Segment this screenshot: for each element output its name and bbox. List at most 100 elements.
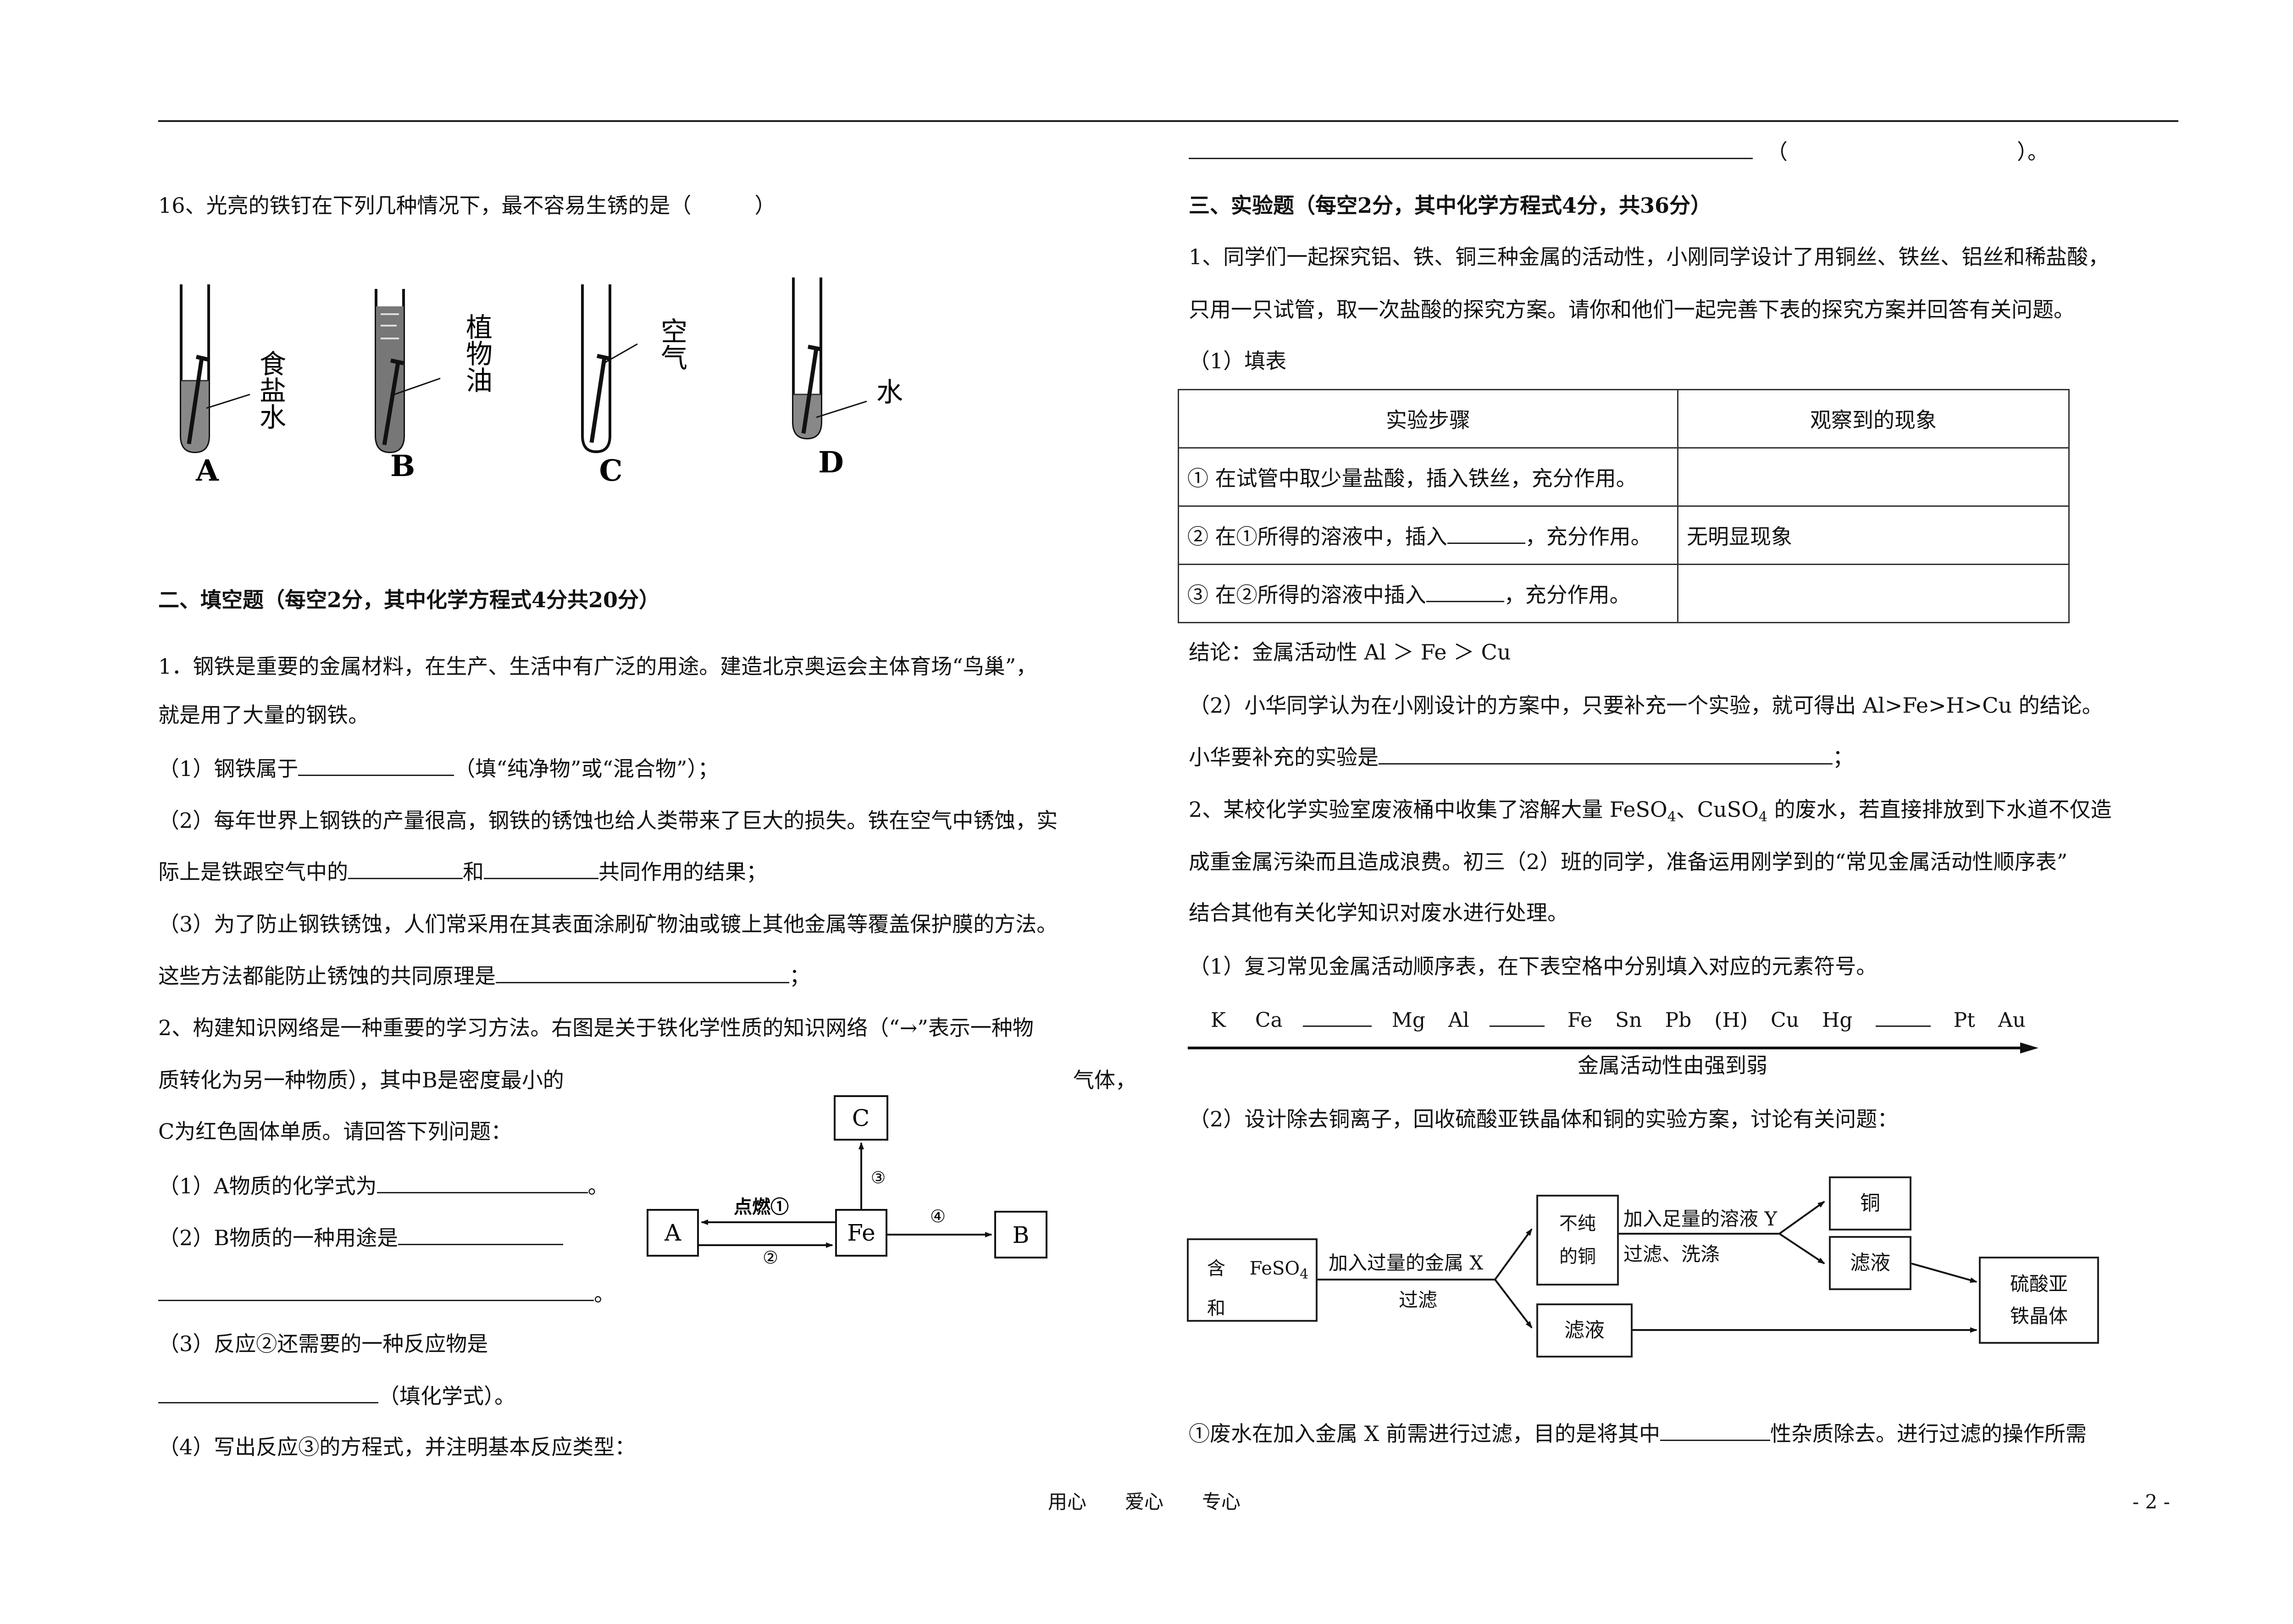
tube-d-label: 水 <box>876 377 903 408</box>
flow-start-line2: 和 <box>1207 1298 1225 1319</box>
answer-blank[interactable] <box>1379 743 1833 765</box>
answer-blank[interactable] <box>158 1382 378 1403</box>
header-rule <box>158 120 2178 122</box>
table-header-observation: 观察到的现象 <box>1677 389 2070 449</box>
table-row: ③ 在②所得的溶液中插入，充分作用。 <box>1178 564 2070 623</box>
node-fe-box <box>835 1209 887 1257</box>
tube-c-letter: C <box>599 454 623 488</box>
flow-product-line2: 铁晶体 <box>2010 1305 2068 1327</box>
answer-blank[interactable] <box>496 962 789 983</box>
metal-au: Au <box>1998 1009 2026 1032</box>
s3-q1-part2-suffix: ； <box>1833 745 1854 770</box>
metal-mg: Mg <box>1391 1009 1425 1032</box>
answer-blank[interactable] <box>484 858 598 879</box>
s3-q2-part3-suffix: 性杂质除去。进行过滤的操作所需 <box>1770 1421 2087 1446</box>
experiment-table: 实验步骤 观察到的现象 ① 在试管中取少量盐酸，插入铁丝，充分作用。 ② 在①所… <box>1178 389 2070 623</box>
carryover-paren-close: ）。 <box>2017 139 2049 164</box>
node-c-box <box>834 1095 888 1141</box>
answer-blank[interactable] <box>348 858 463 879</box>
row1-observation[interactable] <box>1677 447 2070 507</box>
s2-q2-part1-suffix: 。 <box>587 1174 609 1198</box>
flow-start-sub: 4 <box>1300 1266 1309 1282</box>
node-b-box <box>994 1211 1047 1258</box>
s3-q2-line1-sub1: 4 <box>1667 809 1676 826</box>
s2-q1-part2-suffix: 共同作用的结果； <box>598 859 767 884</box>
flow-filtrate-1: 滤液 <box>1850 1251 1890 1275</box>
flow-start-line1: 含 FeSO <box>1207 1258 1300 1279</box>
s2-q2-part3-answer: （填化学式）。 <box>158 1382 515 1410</box>
answer-blank[interactable] <box>1660 1419 1770 1441</box>
carryover-paren-open: （ <box>1767 139 1788 164</box>
s2-q2-line2a: 质转化为另一种物质），其中B是密度最小的 <box>158 1068 564 1092</box>
node-a-box <box>647 1209 699 1257</box>
flow-filtrate-box-2: 滤液 <box>1536 1303 1633 1358</box>
answer-blank[interactable] <box>1426 581 1504 602</box>
s2-q1-part3-prefix: 这些方法都能防止锈蚀的共同原理是 <box>158 964 496 988</box>
s2-q2-part4: （4）写出反应③的方程式，并注明基本反应类型： <box>158 1435 636 1459</box>
activity-series: K Ca Mg Al Fe Sn Pb (H) Cu Hg Pt Au <box>1211 1005 2026 1034</box>
flow-filtrate-2: 滤液 <box>1564 1319 1605 1342</box>
s2-q2-part1-prefix: （1）A物质的化学式为 <box>158 1174 377 1198</box>
row2-step-prefix: ② 在①所得的溶液中，插入 <box>1187 524 1447 549</box>
tube-d: 水 D <box>792 277 903 480</box>
tube-b-label: 植物油 <box>461 313 493 393</box>
answer-blank[interactable] <box>158 1280 594 1301</box>
s3-q1-line1: 1、同学们一起探究铝、铁、铜三种金属的活动性，小刚同学设计了用铜丝、铁丝、铝丝和… <box>1189 244 2110 269</box>
s2-q1-part1-prefix: （1）钢铁属于 <box>158 756 299 781</box>
series-blank-3[interactable] <box>1875 1005 1931 1027</box>
s2-q2-line2b: 气体， <box>1073 1068 1136 1092</box>
label-4: ④ <box>930 1206 946 1226</box>
answer-blank[interactable] <box>1189 138 1753 159</box>
s2-q1-part3-suffix: ； <box>789 964 810 988</box>
flow-product-line1: 硫酸亚 <box>2010 1273 2068 1295</box>
s2-q1-part2-prefix: 际上是铁跟空气中的 <box>158 859 348 884</box>
s2-q2-part3-suffix: （填化学式）。 <box>378 1384 515 1408</box>
answer-blank[interactable] <box>1447 522 1525 544</box>
flow-impure-copper-box: 不纯 的铜 <box>1536 1195 1619 1286</box>
s2-q1-part3-line1: （3）为了防止钢铁锈蚀，人们常采用在其表面涂刷矿物油或镀上其他金属等覆盖保护膜的… <box>158 912 1058 937</box>
s3-q2-part1: （1）复习常见金属活动顺序表，在下表空格中分别填入对应的元素符号。 <box>1189 954 1878 979</box>
conclusion: 结论：金属活动性 Al ＞ Fe ＞ Cu <box>1189 640 1511 665</box>
metal-al: Al <box>1448 1009 1469 1032</box>
flow-filtrate-box-1: 滤液 <box>1829 1236 1911 1290</box>
tube-a-label: 食盐水 <box>255 350 286 430</box>
s3-q2-line1-c: 、CuSO <box>1676 797 1759 822</box>
answer-blank[interactable] <box>398 1224 564 1245</box>
flow-start-box: 含 FeSO4 和 <box>1187 1238 1318 1322</box>
s2-q1-line2: 就是用了大量的钢铁。 <box>158 703 369 727</box>
answer-blank[interactable] <box>298 754 454 776</box>
series-blank-2[interactable] <box>1489 1005 1545 1027</box>
flow-product-box: 硫酸亚 铁晶体 <box>1979 1257 2099 1344</box>
s3-q1-part2-prefix: 小华要补充的实验是 <box>1189 745 1379 770</box>
row3-step-prefix: ③ 在②所得的溶液中插入 <box>1187 582 1426 607</box>
s2-q1-line1: 1．钢铁是重要的金属材料，在生产、生活中有广泛的用途。建造北京奥运会主体育场“鸟… <box>158 654 1037 679</box>
s2-q1-part2-and: 和 <box>463 859 484 884</box>
page-number: - 2 - <box>2132 1491 2170 1513</box>
series-blank-1[interactable] <box>1302 1005 1372 1027</box>
row2-step: ② 在①所得的溶液中，插入，充分作用。 <box>1178 505 1678 565</box>
table-header-row: 实验步骤 观察到的现象 <box>1178 389 2070 449</box>
flow-impure-copper-line2: 的铜 <box>1559 1246 1596 1267</box>
metal-k: K <box>1211 1009 1226 1032</box>
table-row: ② 在①所得的溶液中，插入，充分作用。 无明显现象 <box>1178 505 2070 565</box>
s3-q2-part3: ①废水在加入金属 X 前需进行过滤，目的是将其中性杂质除去。进行过滤的操作所需 <box>1189 1419 2087 1447</box>
metal-cu: Cu <box>1771 1009 1800 1032</box>
answer-blank[interactable] <box>377 1172 588 1193</box>
tube-d-letter: D <box>818 445 844 480</box>
tube-a-letter: A <box>195 454 219 488</box>
row3-step: ③ 在②所得的溶液中插入，充分作用。 <box>1178 564 1678 623</box>
label-2: ② <box>763 1247 778 1266</box>
tube-c: 空气 C <box>581 284 687 488</box>
row3-observation[interactable] <box>1677 564 2070 623</box>
s3-q2-line1-e: 的废水，若直接排放到下水道不仅造 <box>1767 797 2112 822</box>
flow-copper-box: 铜 <box>1829 1176 1911 1230</box>
s2-q2-part2-prefix: （2）B物质的一种用途是 <box>158 1225 399 1250</box>
iron-network-diagram: C A Fe B ③ 点燃① ② ④ <box>647 1095 1047 1266</box>
s2-q2-line3: C为红色固体单质。请回答下列问题： <box>158 1119 512 1144</box>
s3-q1-part2-line2: 小华要补充的实验是 ； <box>1189 743 1854 771</box>
flow-step2-top: 加入足量的溶液 Y <box>1623 1208 1778 1230</box>
s3-q2-line3: 结合其他有关化学知识对废水进行处理。 <box>1189 900 1568 925</box>
tube-b: 植物油 B <box>375 289 493 483</box>
metal-hg: Hg <box>1822 1009 1853 1032</box>
test-tubes-figure: 食盐水 A 植物油 B 空气 C 水 D <box>165 277 903 488</box>
